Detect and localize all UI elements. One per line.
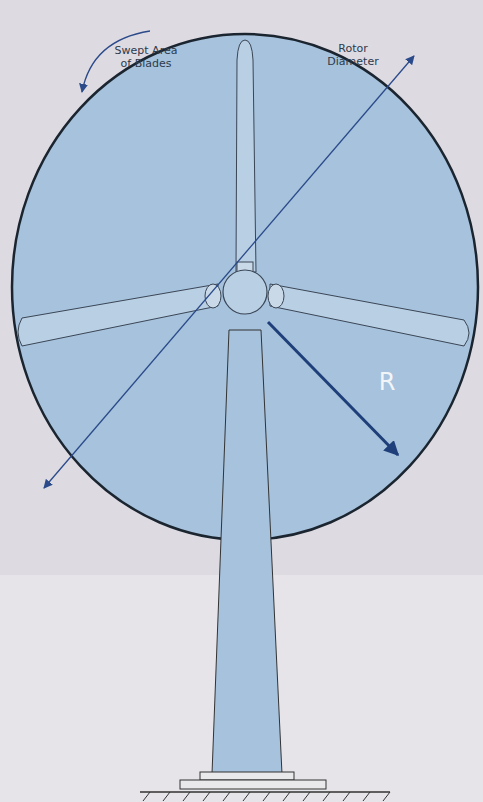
diameter-arrow bbox=[44, 56, 414, 488]
tower-base bbox=[200, 772, 294, 780]
rotor-diameter-label: Rotor Diameter bbox=[318, 42, 388, 68]
hub bbox=[223, 270, 267, 314]
radius-label: R bbox=[374, 368, 400, 397]
ground-hatch bbox=[143, 792, 390, 801]
tower bbox=[212, 330, 282, 774]
radius-arrow bbox=[268, 322, 398, 455]
right-blade bbox=[270, 284, 469, 346]
swept-area-label: Swept Area of Blades bbox=[108, 44, 184, 70]
foundation bbox=[180, 780, 326, 789]
ground-line bbox=[140, 791, 390, 793]
left-blade bbox=[18, 284, 218, 346]
top-blade bbox=[236, 40, 256, 272]
blade-root bbox=[205, 284, 221, 308]
blade-root bbox=[268, 284, 284, 308]
